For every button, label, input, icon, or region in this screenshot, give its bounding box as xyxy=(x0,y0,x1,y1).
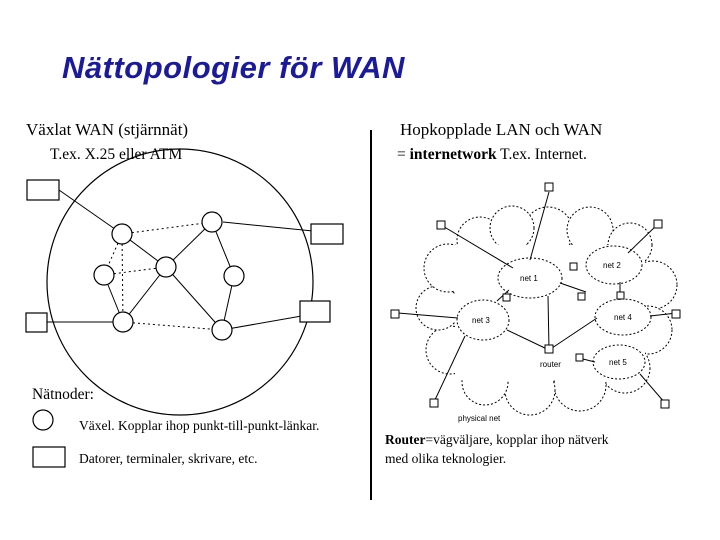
router-box xyxy=(660,399,670,409)
subnet-net2 xyxy=(585,245,643,285)
legend-host-symbol xyxy=(32,446,66,468)
legend-title: Nätnoder: xyxy=(32,386,94,403)
left-subheading: T.ex. X.25 eller ATM xyxy=(50,146,183,163)
legend-switch-text: Växel. Kopplar ihop punkt-till-punkt-län… xyxy=(79,418,320,433)
router-box xyxy=(616,291,625,300)
switch-node xyxy=(155,256,177,278)
router-boxes xyxy=(390,182,681,409)
host-node xyxy=(26,179,60,201)
label-net2: net 2 xyxy=(603,261,621,270)
switch-nodes xyxy=(93,211,245,341)
router-box xyxy=(569,262,578,271)
network-boundary xyxy=(46,148,314,416)
solid-links xyxy=(47,189,344,331)
router-box xyxy=(544,344,554,354)
host-node xyxy=(310,223,344,245)
switch-node xyxy=(93,264,115,286)
router-box xyxy=(575,353,584,362)
host-node xyxy=(299,300,331,323)
host-node xyxy=(25,312,48,333)
switch-node xyxy=(111,223,133,245)
router-note-line2: med olika teknologier. xyxy=(385,451,507,466)
internetwork-diagram: net 1 net 2 net 3 net 4 net 5 router phy… xyxy=(390,182,681,423)
internet-links xyxy=(397,191,678,404)
host-nodes xyxy=(25,179,344,333)
left-heading: Växlat WAN (stjärnnät) xyxy=(26,120,189,139)
router-note-line1: Router=vägväljare, kopplar ihop nätverk xyxy=(385,432,609,447)
right-heading: Hopkopplade LAN och WAN xyxy=(400,120,603,139)
switch-node xyxy=(211,319,233,341)
subnet-net1 xyxy=(497,257,563,299)
switch-node xyxy=(201,211,223,233)
switch-node xyxy=(223,265,245,287)
router-box xyxy=(544,182,554,192)
subnet-net5 xyxy=(592,344,646,380)
legend-host-text: Datorer, terminaler, skrivare, etc. xyxy=(79,451,258,466)
label-net4: net 4 xyxy=(614,313,632,322)
label-net3: net 3 xyxy=(472,316,490,325)
right-subheading: = internetwork T.ex. Internet. xyxy=(397,146,587,163)
subnet-net3 xyxy=(456,299,510,341)
router-box xyxy=(653,219,663,229)
router-box xyxy=(429,398,439,408)
switch-node xyxy=(112,311,134,333)
router-box xyxy=(390,309,400,319)
router-box xyxy=(577,292,586,301)
label-net1: net 1 xyxy=(520,274,538,283)
router-box xyxy=(436,220,446,230)
subnets xyxy=(456,245,652,380)
router-box xyxy=(671,309,681,319)
legend-switch-symbol xyxy=(32,409,54,431)
label-physical-net: physical net xyxy=(458,414,501,423)
label-net5: net 5 xyxy=(609,358,627,367)
page-title: Nättopologier för WAN xyxy=(62,50,405,85)
label-router: router xyxy=(540,360,561,369)
router-box xyxy=(502,293,511,302)
